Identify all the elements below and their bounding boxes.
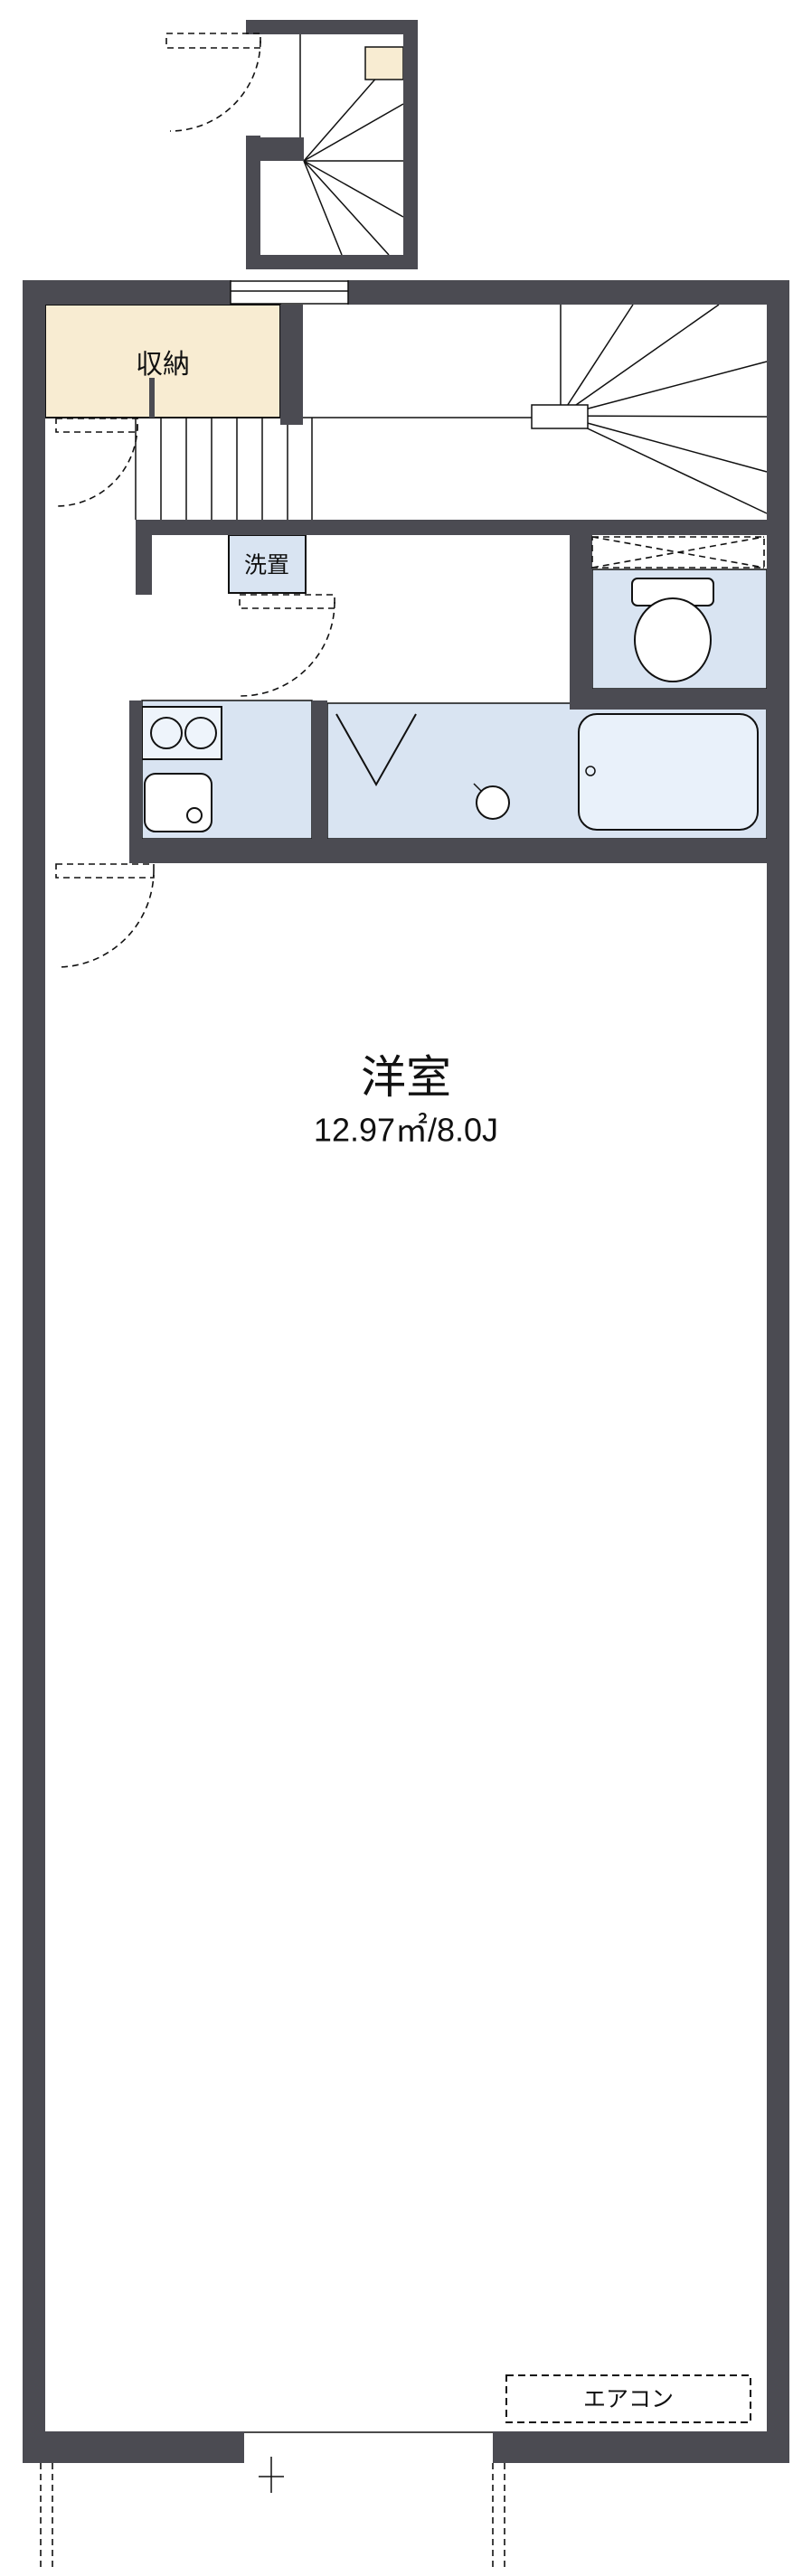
storage-label: 収納 [136, 350, 190, 380]
stair-landing-box [531, 404, 589, 429]
washer-area [228, 534, 307, 594]
toilet-fixture [631, 578, 714, 682]
stove-burner-left [150, 717, 183, 749]
bathroom-fixtures [335, 713, 759, 831]
kitchen-fixtures [141, 706, 222, 832]
bath-drain-handle [473, 783, 483, 793]
stairwell-closet-box [364, 46, 404, 80]
main-room-label: 洋室 [361, 1052, 451, 1103]
aircon-box [505, 2374, 751, 2423]
door-arc-main-room [55, 863, 155, 968]
aircon-label: エアコン [583, 2387, 674, 2412]
upper-stairwell-stairs [299, 34, 404, 256]
door-arc-stairwell [165, 33, 261, 132]
stove-burner-right [184, 717, 217, 749]
bath-folding-door [335, 713, 417, 787]
bath-drain [476, 785, 510, 820]
main-room-area-label: 12.97㎡/8.0J [314, 1112, 498, 1149]
storage-room [44, 304, 281, 418]
sink-drain [186, 807, 203, 823]
door-arc-entry-hall [55, 418, 138, 507]
kitchen-sink [144, 773, 212, 832]
bathtub [578, 713, 759, 831]
bathtub-faucet-dot [585, 766, 596, 776]
walls [23, 20, 789, 2463]
entrance-marks [40, 2431, 505, 2571]
washer-label: 洗置 [244, 553, 289, 578]
toilet-bowl [634, 597, 712, 682]
toilet-upper-cabinet [591, 536, 765, 569]
window-symbol [230, 280, 349, 305]
door-arc-washroom [239, 594, 335, 697]
main-staircase [135, 304, 768, 520]
